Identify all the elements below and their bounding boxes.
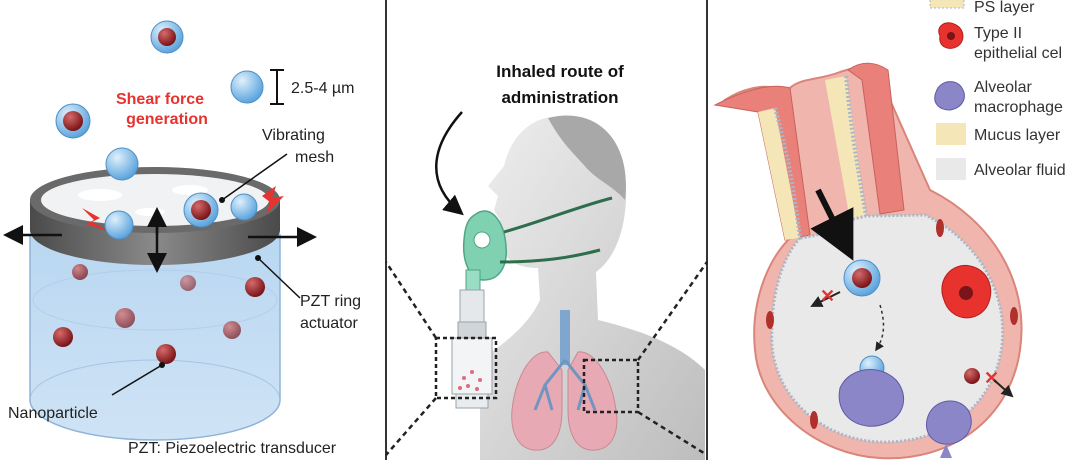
legend-macrophage-2: macrophage [974,99,1063,116]
pzt-footnote: PZT: Piezoelectric transducer [128,440,337,457]
nebulizer-zoom-box [434,336,498,400]
ps-layer [773,107,802,239]
ps-layer-swatch [929,0,965,9]
legend-macrophage: Alveolar [974,79,1032,96]
shear-force-label: Shear force [116,91,204,108]
nanoparticle-label: Nanoparticle [8,405,98,422]
alveolus-zoom-box [582,358,640,414]
droplet [230,70,264,104]
nebulizer-panel: Shear force generation 2.5-4 µm Vibratin… [3,20,361,457]
trachea [560,310,570,365]
shear-force-label-2: generation [126,111,208,128]
lightning-icon [262,186,284,214]
route-title: Inhaled route of [496,62,624,81]
nebulizer-device-icon [459,289,485,323]
nanoparticle [180,275,196,291]
inhalation-panel: Inhaled route of administration [384,62,709,461]
macrophage-swatch [934,81,965,111]
nanoparticle [156,344,176,364]
droplet [104,210,134,240]
mask-strap [503,196,613,234]
legend-mucus: Mucus layer [974,127,1061,144]
mucus-swatch [936,123,966,145]
alveolar-macrophage [926,400,972,445]
alveolar-macrophage [838,369,905,427]
airflow-arrow-icon [435,111,464,216]
hair [548,115,626,200]
nanoparticle [964,368,980,384]
nanoparticle [223,321,241,339]
fluid-swatch [936,158,966,180]
airflow-arrow-icon [810,188,854,261]
legend-fluid: Alveolar fluid [974,162,1066,179]
vibrating-mesh-label-2: mesh [295,149,334,166]
mucus-layer [758,108,800,240]
pzt-ring-label: PZT ring [300,293,361,310]
vibrating-mesh-label: Vibrating [262,127,325,144]
legend-type-ii: Type II [974,25,1022,42]
droplet [105,147,139,181]
nanoparticle [245,277,265,297]
nanoparticle [115,308,135,328]
droplet-size-label: 2.5-4 µm [291,80,354,97]
nanoparticle [72,264,88,280]
alveolar-fluid [770,213,1005,444]
blocked-icon: ✕ [820,286,835,306]
droplet [230,193,258,221]
pzt-ring-label-2: actuator [300,315,358,332]
epithelium-right [847,62,905,215]
left-lung-icon [511,351,563,451]
route-title-2: administration [501,88,618,107]
legend-ps-layer: PS layer [974,0,1035,16]
lightning-icon [82,208,110,232]
legend: PS layer Type II epithelial cel Alveolar… [929,0,1066,180]
alveolus-panel: ✕ ✕ PS layer Type II epithelial cel Alve… [713,0,1066,460]
nanoparticle [53,327,73,347]
blocked-icon: ✕ [984,368,999,388]
legend-type-ii-2: epithelial cel [974,45,1062,62]
